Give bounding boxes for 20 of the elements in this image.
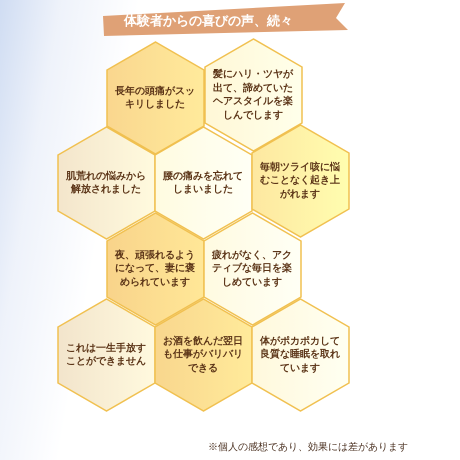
hexagon xyxy=(252,299,348,411)
testimonial-text: 肌荒れの悩みから解放されました xyxy=(64,170,147,197)
hexagon xyxy=(154,127,252,239)
testimonial-text: 体がポカポカして良質な睡眠を取れています xyxy=(258,334,341,376)
testimonial-text: 長年の頭痛がスッキリしました xyxy=(114,84,196,112)
hexagon xyxy=(106,42,204,154)
testimonial-text: 夜、頑張れるようになって、妻に褒められています xyxy=(114,248,196,290)
hexagon xyxy=(58,299,154,411)
testimonial-text: お酒を飲んだ翌日も仕事がバリバリできる xyxy=(162,334,244,376)
disclaimer-note: ※個人の感想であり、効果には差があります xyxy=(208,440,408,454)
hexagon xyxy=(58,127,154,239)
hexagon xyxy=(154,299,252,411)
hexagon xyxy=(252,125,348,237)
title-text: 体験者からの喜びの声、続々 xyxy=(124,12,293,30)
testimonial-text: 腰の痛みを忘れてしまいました xyxy=(162,169,244,197)
testimonial-text: 疲れがなく、アクティブな毎日を楽しめています xyxy=(210,248,293,290)
testimonial-text: 髪にハリ・ツヤが出て、諦めていたヘアスタイルを楽しんでします xyxy=(212,68,294,122)
hexagon xyxy=(204,213,300,325)
testimonial-text: 毎朝ツライ咳に悩むことなく起き上がれます xyxy=(259,160,341,202)
testimonial-text: これは一生手放すことができません xyxy=(65,342,147,369)
